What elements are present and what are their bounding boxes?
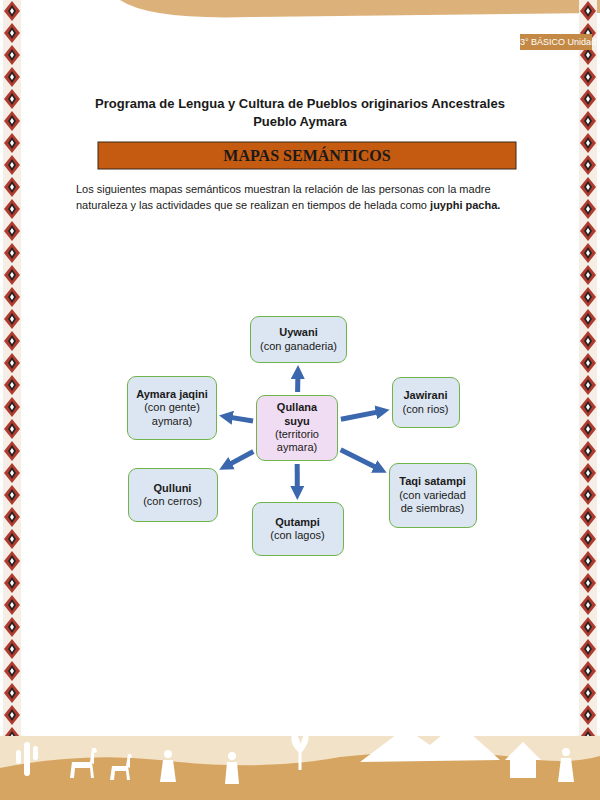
person xyxy=(164,750,172,758)
page-title: MAPAS SEMÁNTICOS xyxy=(98,143,516,168)
connector-arrow xyxy=(341,450,378,468)
concept-box: Uywani(con ganaderia) xyxy=(250,316,347,363)
concept-box: Aymara jaqini(con gente) aymara) xyxy=(127,376,217,440)
intro-paragraph: Los siguientes mapas semánticos muestran… xyxy=(76,181,528,213)
side-border xyxy=(579,0,597,744)
concept-name: Taqi satampi xyxy=(399,475,465,488)
concept-name: Qulluni xyxy=(154,482,192,495)
center-concept-box: Qullana suyu(territorio aymara) xyxy=(256,395,338,461)
concept-gloss: (con ganaderia) xyxy=(260,340,337,353)
connector-arrow xyxy=(295,464,300,490)
program-heading: Programa de Lengua y Cultura de Pueblos … xyxy=(60,95,540,112)
llama xyxy=(110,754,132,780)
plant xyxy=(293,732,307,770)
emphasis-term: . xyxy=(497,199,500,211)
concept-gloss: (con gente) aymara) xyxy=(134,401,210,428)
program-heading: Pueblo Aymara xyxy=(60,113,540,130)
emphasis-term: juyphi pacha xyxy=(430,199,497,211)
person xyxy=(228,752,236,760)
person xyxy=(558,758,574,782)
header-band xyxy=(120,0,600,17)
concept-gloss: (con cerros) xyxy=(143,495,202,508)
hut-wall xyxy=(510,760,536,778)
connector-arrow xyxy=(295,375,300,392)
cactus xyxy=(24,742,30,776)
person xyxy=(562,748,570,756)
concept-box: Qutampi(con lagos) xyxy=(252,502,344,556)
connector-arrow xyxy=(341,412,380,420)
birds xyxy=(250,722,270,730)
concept-name: Qutampi xyxy=(275,516,320,529)
connector-arrow xyxy=(229,417,253,421)
intro-text: Los siguientes mapas semánticos muestran… xyxy=(76,183,491,211)
concept-gloss: (con lagos) xyxy=(270,529,324,542)
hut-roof xyxy=(505,742,541,760)
concept-gloss: (con variedad de siembras) xyxy=(396,489,470,516)
landscape-silhouettes xyxy=(16,722,574,784)
mountain xyxy=(360,722,500,762)
concept-name: Uywani xyxy=(279,326,318,339)
llama xyxy=(70,748,97,778)
side-border xyxy=(3,0,21,744)
connector-arrow xyxy=(228,451,253,465)
person xyxy=(225,762,239,784)
concept-box: Qulluni(con cerros) xyxy=(128,468,218,522)
cactus xyxy=(33,746,38,760)
concept-gloss: (territorio aymara) xyxy=(263,428,331,455)
concept-name: Qullana suyu xyxy=(263,401,331,428)
concept-box: Jawirani(con rios) xyxy=(392,377,460,428)
grade-badge: 3° BÁSICO Unidad 1 xyxy=(520,34,592,50)
concept-name: Aymara jaqini xyxy=(136,388,208,401)
concept-box: Taqi satampi(con variedad de siembras) xyxy=(389,463,477,528)
badge-box xyxy=(520,34,592,50)
concept-name: Jawirani xyxy=(403,389,447,402)
concept-gloss: (con rios) xyxy=(403,403,449,416)
cactus xyxy=(16,750,21,764)
person xyxy=(160,760,176,782)
title-band xyxy=(98,142,516,169)
